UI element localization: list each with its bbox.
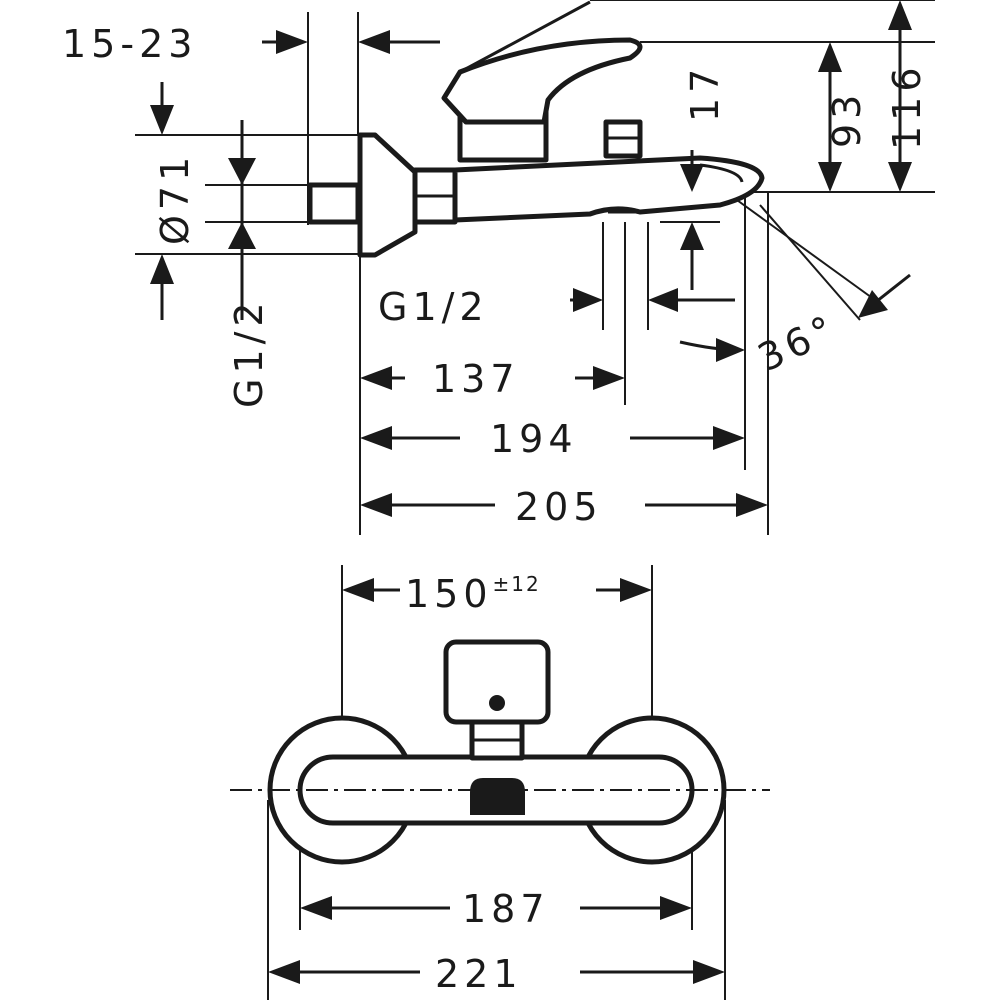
label-spout-height: 17 — [683, 64, 727, 122]
label-width-187: 187 — [462, 887, 550, 931]
label-center-distance: 150±12 — [405, 572, 541, 616]
label-thread-inlet: G1/2 — [227, 297, 271, 408]
faucet-front-body — [267, 639, 727, 865]
dim-angle-arrows — [679, 273, 911, 362]
dim-thread-inlet-arrows — [228, 120, 256, 320]
label-offset-range: 15-23 — [62, 22, 197, 66]
label-height-116: 116 — [885, 62, 929, 150]
dim-offset-arrows — [262, 30, 440, 54]
dim-diameter-arrows — [150, 82, 174, 320]
side-view — [135, 0, 935, 535]
dim-width-221-arrows — [268, 960, 725, 984]
dim-height-116-arrows — [888, 0, 912, 192]
label-width-221: 221 — [435, 952, 523, 996]
label-length-137: 137 — [432, 357, 520, 401]
label-length-194: 194 — [490, 417, 578, 461]
label-thread-outlet: G1/2 — [378, 285, 489, 329]
dim-thread-outlet-arrows — [570, 288, 735, 312]
label-center-distance-value: 150 — [405, 572, 493, 616]
front-view — [230, 565, 770, 1000]
label-height-93: 93 — [825, 90, 869, 148]
dim-length-137-arrows — [360, 366, 625, 390]
dim-center-distance-arrows — [342, 578, 652, 602]
dim-length-194-arrows — [360, 426, 745, 450]
label-length-205: 205 — [515, 485, 603, 529]
label-angle: 36° — [751, 305, 844, 380]
dim-height-93-arrows — [818, 42, 842, 192]
dim-length-205-arrows — [360, 493, 768, 517]
label-diameter: Ø71 — [153, 152, 197, 245]
dim-spout-height-arrows — [680, 150, 704, 290]
dim-width-187-arrows — [300, 896, 692, 920]
label-center-tolerance: ±12 — [493, 572, 541, 596]
